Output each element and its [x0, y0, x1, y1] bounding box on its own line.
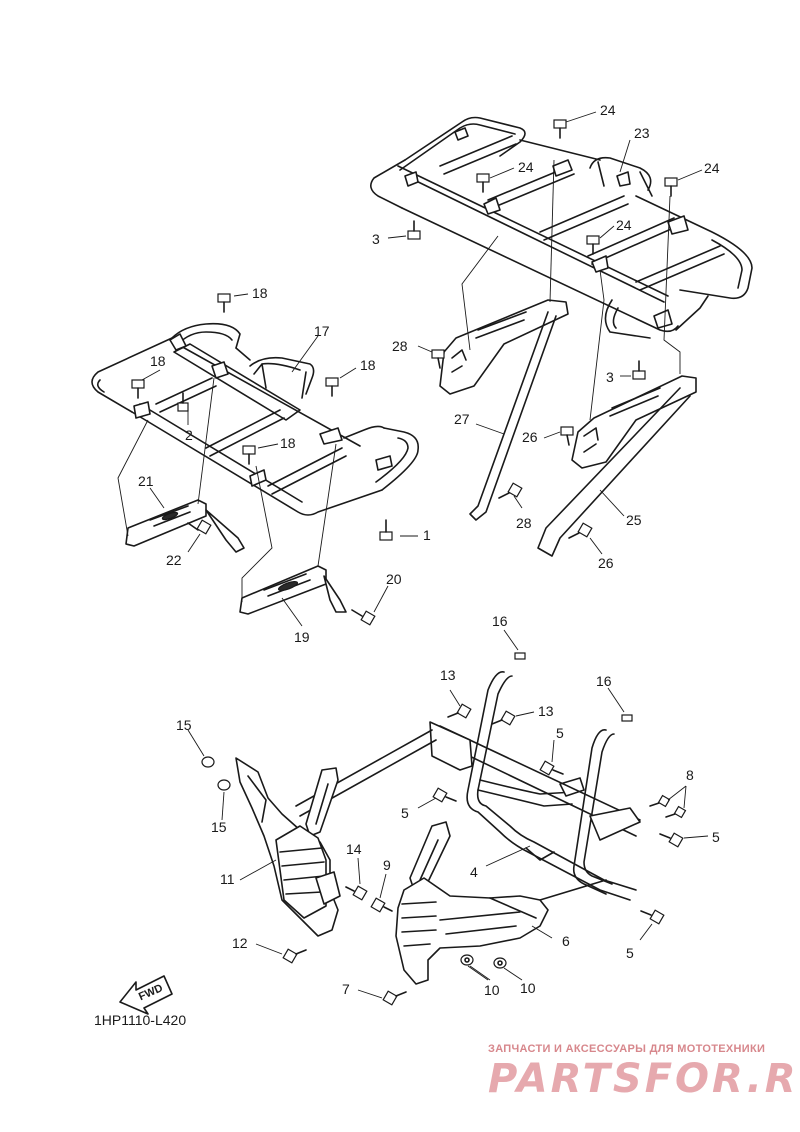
front-carrier	[91, 322, 420, 516]
callout-12: 12	[232, 935, 248, 951]
callout-18b: 18	[150, 353, 166, 369]
callout-28a: 28	[392, 338, 408, 354]
callout-6: 6	[562, 933, 570, 949]
callout-24d: 24	[616, 217, 632, 233]
guard-cover-left	[235, 757, 341, 937]
callout-3b: 3	[606, 369, 614, 385]
watermark-subtitle: ЗАПЧАСТИ И АКСЕССУАРЫ ДЛЯ МОТОТЕХНИКИ	[488, 1043, 765, 1055]
callout-15a: 15	[176, 717, 192, 733]
callout-5b: 5	[401, 805, 409, 821]
callout-26b: 26	[598, 555, 614, 571]
leader-lines	[117, 111, 709, 999]
callout-13a: 13	[440, 667, 456, 683]
watermark: ЗАПЧАСТИ И АКСЕССУАРЫ ДЛЯ МОТОТЕХНИКИ PA…	[488, 1043, 800, 1102]
callout-5c: 5	[712, 829, 720, 845]
callout-3: 3	[372, 231, 380, 247]
callout-23: 23	[634, 125, 650, 141]
fasteners	[131, 119, 687, 1006]
callout-24c: 24	[704, 160, 720, 176]
callout-25: 25	[626, 512, 642, 528]
callout-5d: 5	[626, 945, 634, 961]
callout-16a: 16	[492, 613, 508, 629]
rear-stay-25	[537, 375, 697, 557]
callout-18a: 18	[252, 285, 268, 301]
callout-labels: 1 2 3 3 4 5 5 5 5 6 7 8 9 10 10 11 12 13…	[138, 102, 720, 998]
callout-22: 22	[166, 552, 182, 568]
callout-19: 19	[294, 629, 310, 645]
front-bracket-19	[239, 565, 347, 615]
callout-8: 8	[686, 767, 694, 783]
diagram-code: 1HP1110-L420	[94, 1012, 186, 1028]
callout-24a: 24	[600, 102, 616, 118]
callout-24b: 24	[518, 159, 534, 175]
callout-27: 27	[454, 411, 470, 427]
front-bracket-21	[125, 499, 245, 553]
callout-28b: 28	[516, 515, 532, 531]
callout-2: 2	[185, 427, 193, 443]
callout-17: 17	[314, 323, 330, 339]
forward-arrow-icon: FWD	[119, 975, 173, 1015]
callout-4: 4	[470, 864, 478, 880]
callout-7: 7	[342, 981, 350, 997]
callout-13b: 13	[538, 703, 554, 719]
callout-10b: 10	[520, 980, 536, 996]
callout-14: 14	[346, 841, 362, 857]
callout-5a: 5	[556, 725, 564, 741]
callout-21: 21	[138, 473, 154, 489]
callout-9: 9	[383, 857, 391, 873]
callout-1: 1	[423, 527, 431, 543]
rear-carrier	[370, 116, 753, 339]
callout-15b: 15	[211, 819, 227, 835]
callout-18d: 18	[280, 435, 296, 451]
callout-18c: 18	[360, 357, 376, 373]
front-guard-frame	[295, 671, 641, 901]
callout-20: 20	[386, 571, 402, 587]
callout-16b: 16	[596, 673, 612, 689]
callout-10a: 10	[484, 982, 500, 998]
callout-26a: 26	[522, 429, 538, 445]
rear-stay-27	[439, 299, 569, 521]
callout-11: 11	[220, 871, 235, 887]
watermark-brand: PARTSFOR.RU	[488, 1056, 800, 1102]
guard-cover-right	[395, 821, 549, 985]
